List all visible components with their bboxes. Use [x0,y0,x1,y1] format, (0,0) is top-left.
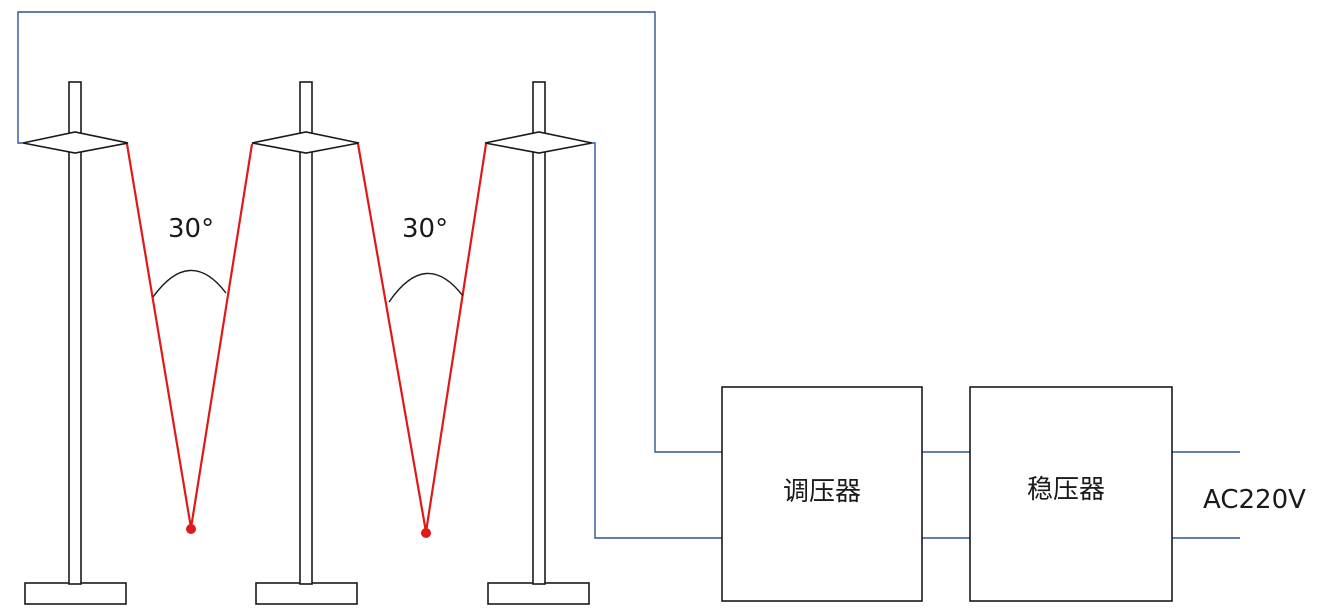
heating-wire [125,143,488,538]
voltage-stabilizer-box [969,386,1173,602]
wire-left-to-regulator [17,11,722,453]
wiring [17,11,1240,539]
weight-right [421,528,431,538]
stand-2-pole [299,81,313,585]
voltage-stabilizer: 稳压器 [969,386,1173,602]
stand-1-pole [68,81,82,585]
stand-2-clamp [251,131,360,154]
power-supply-label: AC220V [1203,485,1306,515]
stand-2-base [255,582,358,605]
stand-3-pole [532,81,546,585]
heating-wire-v-left [125,143,254,529]
stand-2 [251,81,360,605]
angle-label-left: 30° [168,214,214,244]
voltage-stabilizer-label: 稳压器 [1027,475,1105,505]
wire-right-to-regulator [592,142,722,539]
voltage-regulator: 调压器 [721,386,923,602]
stand-1-clamp [22,131,129,154]
weight-left [186,524,196,534]
angle-arc-left [152,269,227,298]
stand-3-base [487,582,590,605]
heating-wire-v-right [356,143,488,533]
stand-1 [22,81,129,605]
voltage-regulator-label: 调压器 [783,477,861,507]
stand-1-base [24,582,127,605]
voltage-regulator-box [721,386,923,602]
angle-arc-right [388,272,464,303]
stand-3-clamp [484,131,593,154]
stand-3 [484,81,593,605]
angle-label-right: 30° [402,214,448,244]
